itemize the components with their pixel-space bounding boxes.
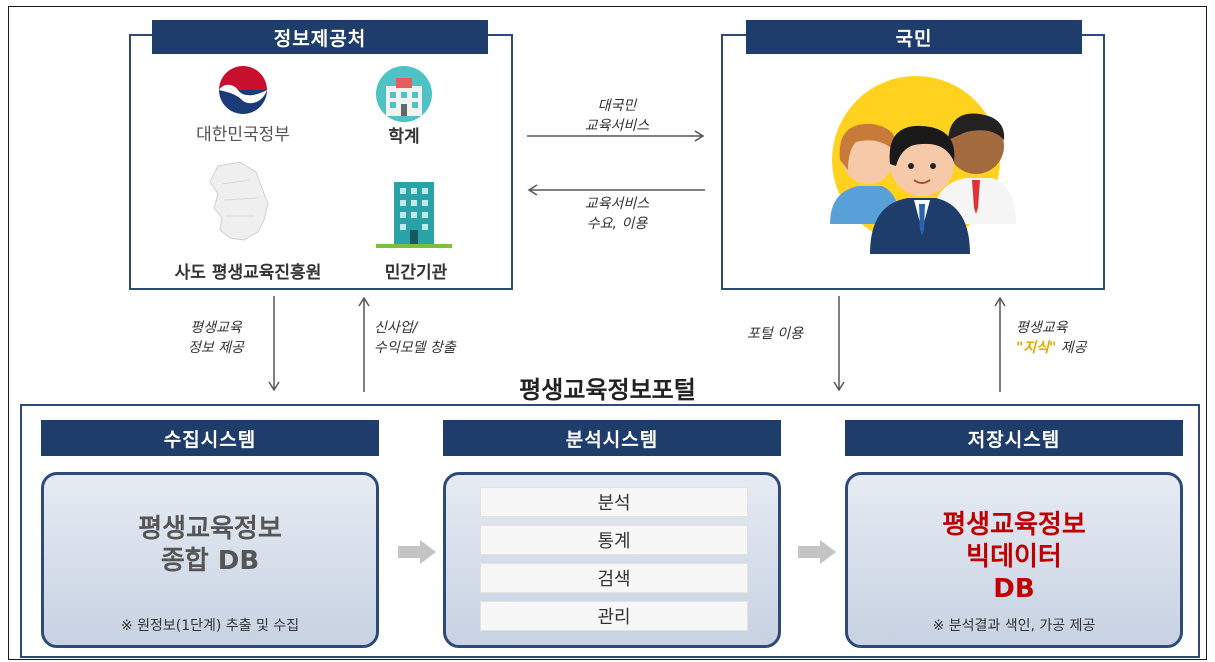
korea-map-icon bbox=[209, 161, 269, 241]
citizens-title: 국민 bbox=[746, 20, 1082, 54]
university-building-icon bbox=[376, 66, 432, 122]
provider-academia-label: 학계 bbox=[388, 127, 420, 147]
providers-title: 정보제공처 bbox=[152, 20, 488, 54]
analysis-item-management: 관리 bbox=[480, 601, 748, 631]
outer-frame bbox=[8, 6, 1207, 660]
people-group-icon bbox=[830, 76, 1016, 254]
providers-box bbox=[129, 34, 513, 290]
collect-system-title: 수집시스템 bbox=[41, 420, 379, 456]
analysis-item-statistics: 통계 bbox=[480, 525, 748, 555]
provider-private-label: 민간기관 bbox=[384, 263, 448, 283]
office-building-icon bbox=[376, 182, 452, 248]
arrow-portal-use-icon bbox=[833, 296, 845, 392]
portal-title: 평생교육정보포털 bbox=[519, 376, 696, 404]
arrow-provide-info-icon bbox=[268, 296, 280, 392]
flow-arrow-collect-to-analysis-icon bbox=[398, 540, 436, 564]
analysis-system-panel: 분석 통계 검색 관리 bbox=[443, 472, 781, 648]
korea-government-logo-icon bbox=[219, 66, 267, 114]
arrow-from-citizens-icon bbox=[527, 184, 705, 196]
storage-system-title: 저장시스템 bbox=[845, 420, 1183, 456]
analysis-item-search: 검색 bbox=[480, 563, 748, 593]
collect-note: ※ 원정보(1단계) 추출 및 수집 bbox=[120, 618, 300, 634]
arrow-knowledge-icon bbox=[994, 296, 1006, 392]
storage-note: ※ 분석결과 색인, 가공 제공 bbox=[932, 618, 1096, 634]
arrow-label-portal-use: 포털 이용 bbox=[747, 326, 803, 342]
arrow-label-new-business: 신사업/수익모델 창출 bbox=[374, 320, 456, 356]
provider-regional-institute-label: 사도 평생교육진흥원 bbox=[174, 263, 322, 283]
provider-government-label: 대한민국정부 bbox=[196, 125, 290, 145]
arrow-label-knowledge: 평생교육 "지식" 제공 bbox=[1016, 320, 1087, 356]
analysis-item-analysis: 분석 bbox=[480, 487, 748, 517]
flow-arrow-analysis-to-storage-icon bbox=[798, 540, 836, 564]
analysis-system-title: 분석시스템 bbox=[443, 420, 781, 456]
arrow-new-business-icon bbox=[358, 296, 370, 392]
arrow-to-citizens-icon bbox=[527, 130, 705, 142]
